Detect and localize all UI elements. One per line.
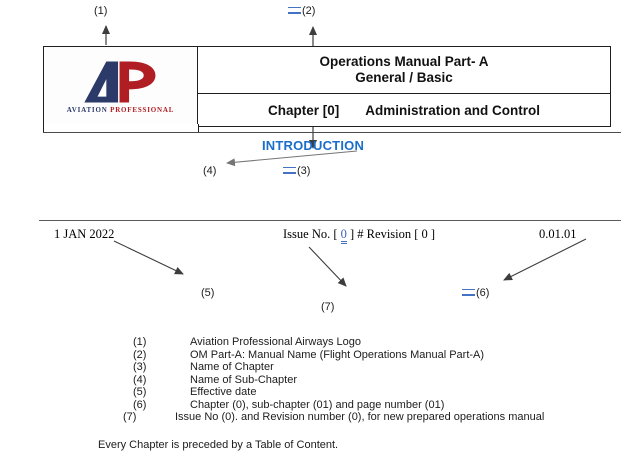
arrow-to-callout-7-icon xyxy=(308,246,347,287)
issue-number: 0 xyxy=(340,227,347,244)
legend-item: (2) OM Part-A: Manual Name (Flight Operat… xyxy=(0,349,640,362)
legend-item-number: (7) xyxy=(123,411,137,423)
chapter-cell: Chapter [0] Administration and Control xyxy=(198,94,610,126)
arrow-to-callout-6-icon xyxy=(503,238,587,281)
status-row-rule xyxy=(39,220,621,221)
legend-item-text: Aviation Professional Airways Logo xyxy=(190,336,362,348)
legend-item-number: (2) xyxy=(133,348,147,361)
manual-title-line1: Operations Manual Part- A xyxy=(319,54,489,69)
logo-cell: AVIATION PROFESSIONAL xyxy=(44,47,198,126)
legend-item-text: OM Part-A: Manual Name (Flight Operation… xyxy=(190,348,485,361)
manual-title-cell: Operations Manual Part- A General / Basi… xyxy=(198,47,610,94)
footer-note: Every Chapter is preceded by a Table of … xyxy=(98,439,339,451)
legend-item: (5) Effective date xyxy=(0,386,640,399)
callout-label-3-group: (3) xyxy=(283,165,310,177)
legend-item-text: Name of Chapter xyxy=(190,361,274,373)
callout-label-7: (7) xyxy=(321,301,335,313)
legend-item-number: (3) xyxy=(133,361,147,373)
callout-label-2-group: (2) xyxy=(288,5,315,17)
legend-item: (4) Name of Sub-Chapter xyxy=(0,374,640,387)
legend-list: (1) Aviation Professional Airways Logo (2… xyxy=(0,336,640,424)
legend-item: (7) Issue No (0). and Revision number (0)… xyxy=(0,411,640,424)
logo-cell-lower-border xyxy=(43,124,199,133)
legend-item-number: (4) xyxy=(133,373,147,386)
revision-number: 0 xyxy=(421,227,428,241)
legend-item-text: Name of Sub-Chapter xyxy=(190,373,297,386)
section-heading: INTRODUCTION xyxy=(261,138,365,153)
legend-item: (3) Name of Chapter xyxy=(0,361,640,374)
legend-item-text: Effective date xyxy=(190,386,257,398)
issue-suffix: ] xyxy=(427,227,436,241)
header-table: AVIATION PROFESSIONAL Operations Manual … xyxy=(43,46,611,127)
callout-label-2: (2) xyxy=(302,5,316,17)
legend-item-text: Chapter (0), sub-chapter (01) and page n… xyxy=(190,398,445,411)
chapter-name: Administration and Control xyxy=(365,102,540,118)
ap-logo-monogram-icon xyxy=(83,60,155,103)
callout-label-5: (5) xyxy=(201,287,215,299)
arrow-to-callout-5-icon xyxy=(113,240,184,275)
chapter-label: Chapter [0] xyxy=(267,102,340,118)
logo-caption: AVIATION PROFESSIONAL xyxy=(67,106,174,114)
revision-mark-icon xyxy=(283,167,296,174)
manual-title-line2: General / Basic xyxy=(355,70,453,85)
legend-item-number: (5) xyxy=(133,386,147,398)
issue-mid: ] # Revision [ xyxy=(346,227,422,241)
logo-caption-word1: AVIATION xyxy=(66,105,108,114)
logo-caption-word2: PROFESSIONAL xyxy=(110,105,175,114)
callout-label-3: (3) xyxy=(297,165,311,177)
callout-label-4: (4) xyxy=(203,165,217,177)
effective-date: 1 JAN 2022 xyxy=(54,227,115,241)
page-reference: 0.01.01 xyxy=(539,227,577,241)
callout-label-6-group: (6) xyxy=(462,287,489,299)
issue-prefix: Issue No. [ xyxy=(283,227,341,241)
revision-mark-icon xyxy=(462,289,475,296)
header-bottom-rule xyxy=(43,132,621,133)
callout-label-6: (6) xyxy=(476,287,490,299)
legend-item: (1) Aviation Professional Airways Logo xyxy=(0,336,640,349)
legend-item-text: Issue No (0). and Revision number (0), f… xyxy=(175,411,545,423)
legend-item-number: (6) xyxy=(133,398,147,411)
header-right-column: Operations Manual Part- A General / Basi… xyxy=(198,47,610,126)
legend-item-number: (1) xyxy=(133,336,147,348)
issue-revision-line: Issue No. [ 0 ] # Revision [ 0 ] xyxy=(283,227,436,244)
revision-mark-icon xyxy=(288,7,301,14)
callout-label-1: (1) xyxy=(94,5,108,17)
legend-item: (6) Chapter (0), sub-chapter (01) and pag… xyxy=(0,399,640,412)
